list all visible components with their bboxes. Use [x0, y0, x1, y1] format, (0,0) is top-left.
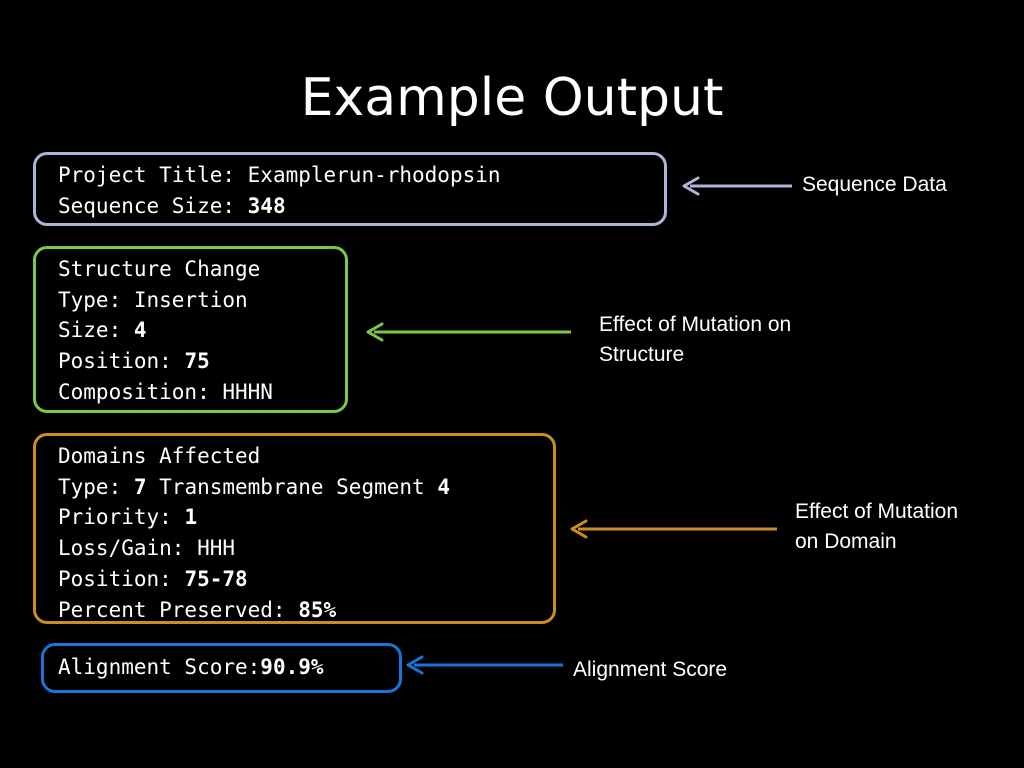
- domain-arrow: [570, 519, 777, 539]
- structure-size-line: Size: 4: [58, 315, 345, 346]
- alignment-arrow: [406, 655, 563, 675]
- structure-type-label: Type:: [58, 287, 134, 312]
- domain-position-value: 75-78: [184, 566, 248, 591]
- alignment-value: 90.9%: [260, 655, 324, 679]
- domain-type-line: Type: 7 Transmembrane Segment 4: [58, 472, 553, 503]
- structure-effect-annotation: Effect of Mutation on Structure: [599, 313, 792, 366]
- structure-arrow: [366, 322, 571, 342]
- alignment-line: Alignment Score:90.9%: [58, 652, 399, 683]
- domain-effect-annotation: Effect of Mutation on Domain: [795, 500, 959, 553]
- domain-heading: Domains Affected: [58, 444, 261, 468]
- domain-type-text: Transmembrane Segment: [146, 474, 438, 499]
- project-title-label: Project Title:: [58, 163, 248, 187]
- structure-type-line: Type: Insertion: [58, 285, 345, 316]
- domain-percent-line: Percent Preserved: 85%: [58, 595, 553, 626]
- structure-type-value: Insertion: [133, 287, 248, 312]
- sequence-data-annotation: Sequence Data: [802, 173, 947, 196]
- structure-size-value: 4: [133, 318, 147, 343]
- domain-loss-gain-value: HHH: [197, 536, 236, 561]
- alignment-score-box: Alignment Score:90.9%: [41, 643, 402, 693]
- domain-priority-line: Priority: 1: [58, 502, 553, 533]
- slide-title: Example Output: [300, 68, 724, 128]
- structure-heading: Structure Change: [58, 257, 261, 281]
- structure-composition-line: Composition: HHHN: [58, 377, 345, 408]
- structure-position-value: 75: [184, 349, 210, 374]
- structure-composition-label: Composition:: [58, 379, 223, 404]
- sequence-size-label: Sequence Size:: [58, 193, 248, 218]
- project-title-line: Project Title: Examplerun-rhodopsin: [58, 160, 664, 191]
- sequence-size-line: Sequence Size: 348: [58, 191, 664, 222]
- domain-type-label: Type:: [58, 474, 134, 499]
- structure-composition-value: HHHN: [222, 379, 273, 404]
- project-title-value: Examplerun-rhodopsin: [247, 163, 501, 187]
- domain-position-label: Position:: [58, 566, 185, 591]
- domain-loss-gain-line: Loss/Gain: HHH: [58, 533, 553, 564]
- domain-percent-label: Percent Preserved:: [58, 597, 299, 622]
- domain-percent-value: 85%: [298, 597, 337, 622]
- structure-position-label: Position:: [58, 349, 185, 374]
- sequence-arrow: [682, 176, 792, 196]
- structure-size-label: Size:: [58, 318, 134, 343]
- domain-priority-value: 1: [184, 505, 198, 530]
- domain-type-number: 7: [133, 474, 147, 499]
- domain-priority-label: Priority:: [58, 505, 185, 530]
- domain-loss-gain-label: Loss/Gain:: [58, 536, 198, 561]
- sequence-size-value: 348: [247, 193, 286, 218]
- alignment-label: Alignment Score:: [58, 655, 261, 679]
- domain-type-segment: 4: [437, 474, 450, 499]
- structure-position-line: Position: 75: [58, 346, 345, 377]
- alignment-score-annotation: Alignment Score: [573, 658, 728, 681]
- domain-position-line: Position: 75-78: [58, 564, 553, 595]
